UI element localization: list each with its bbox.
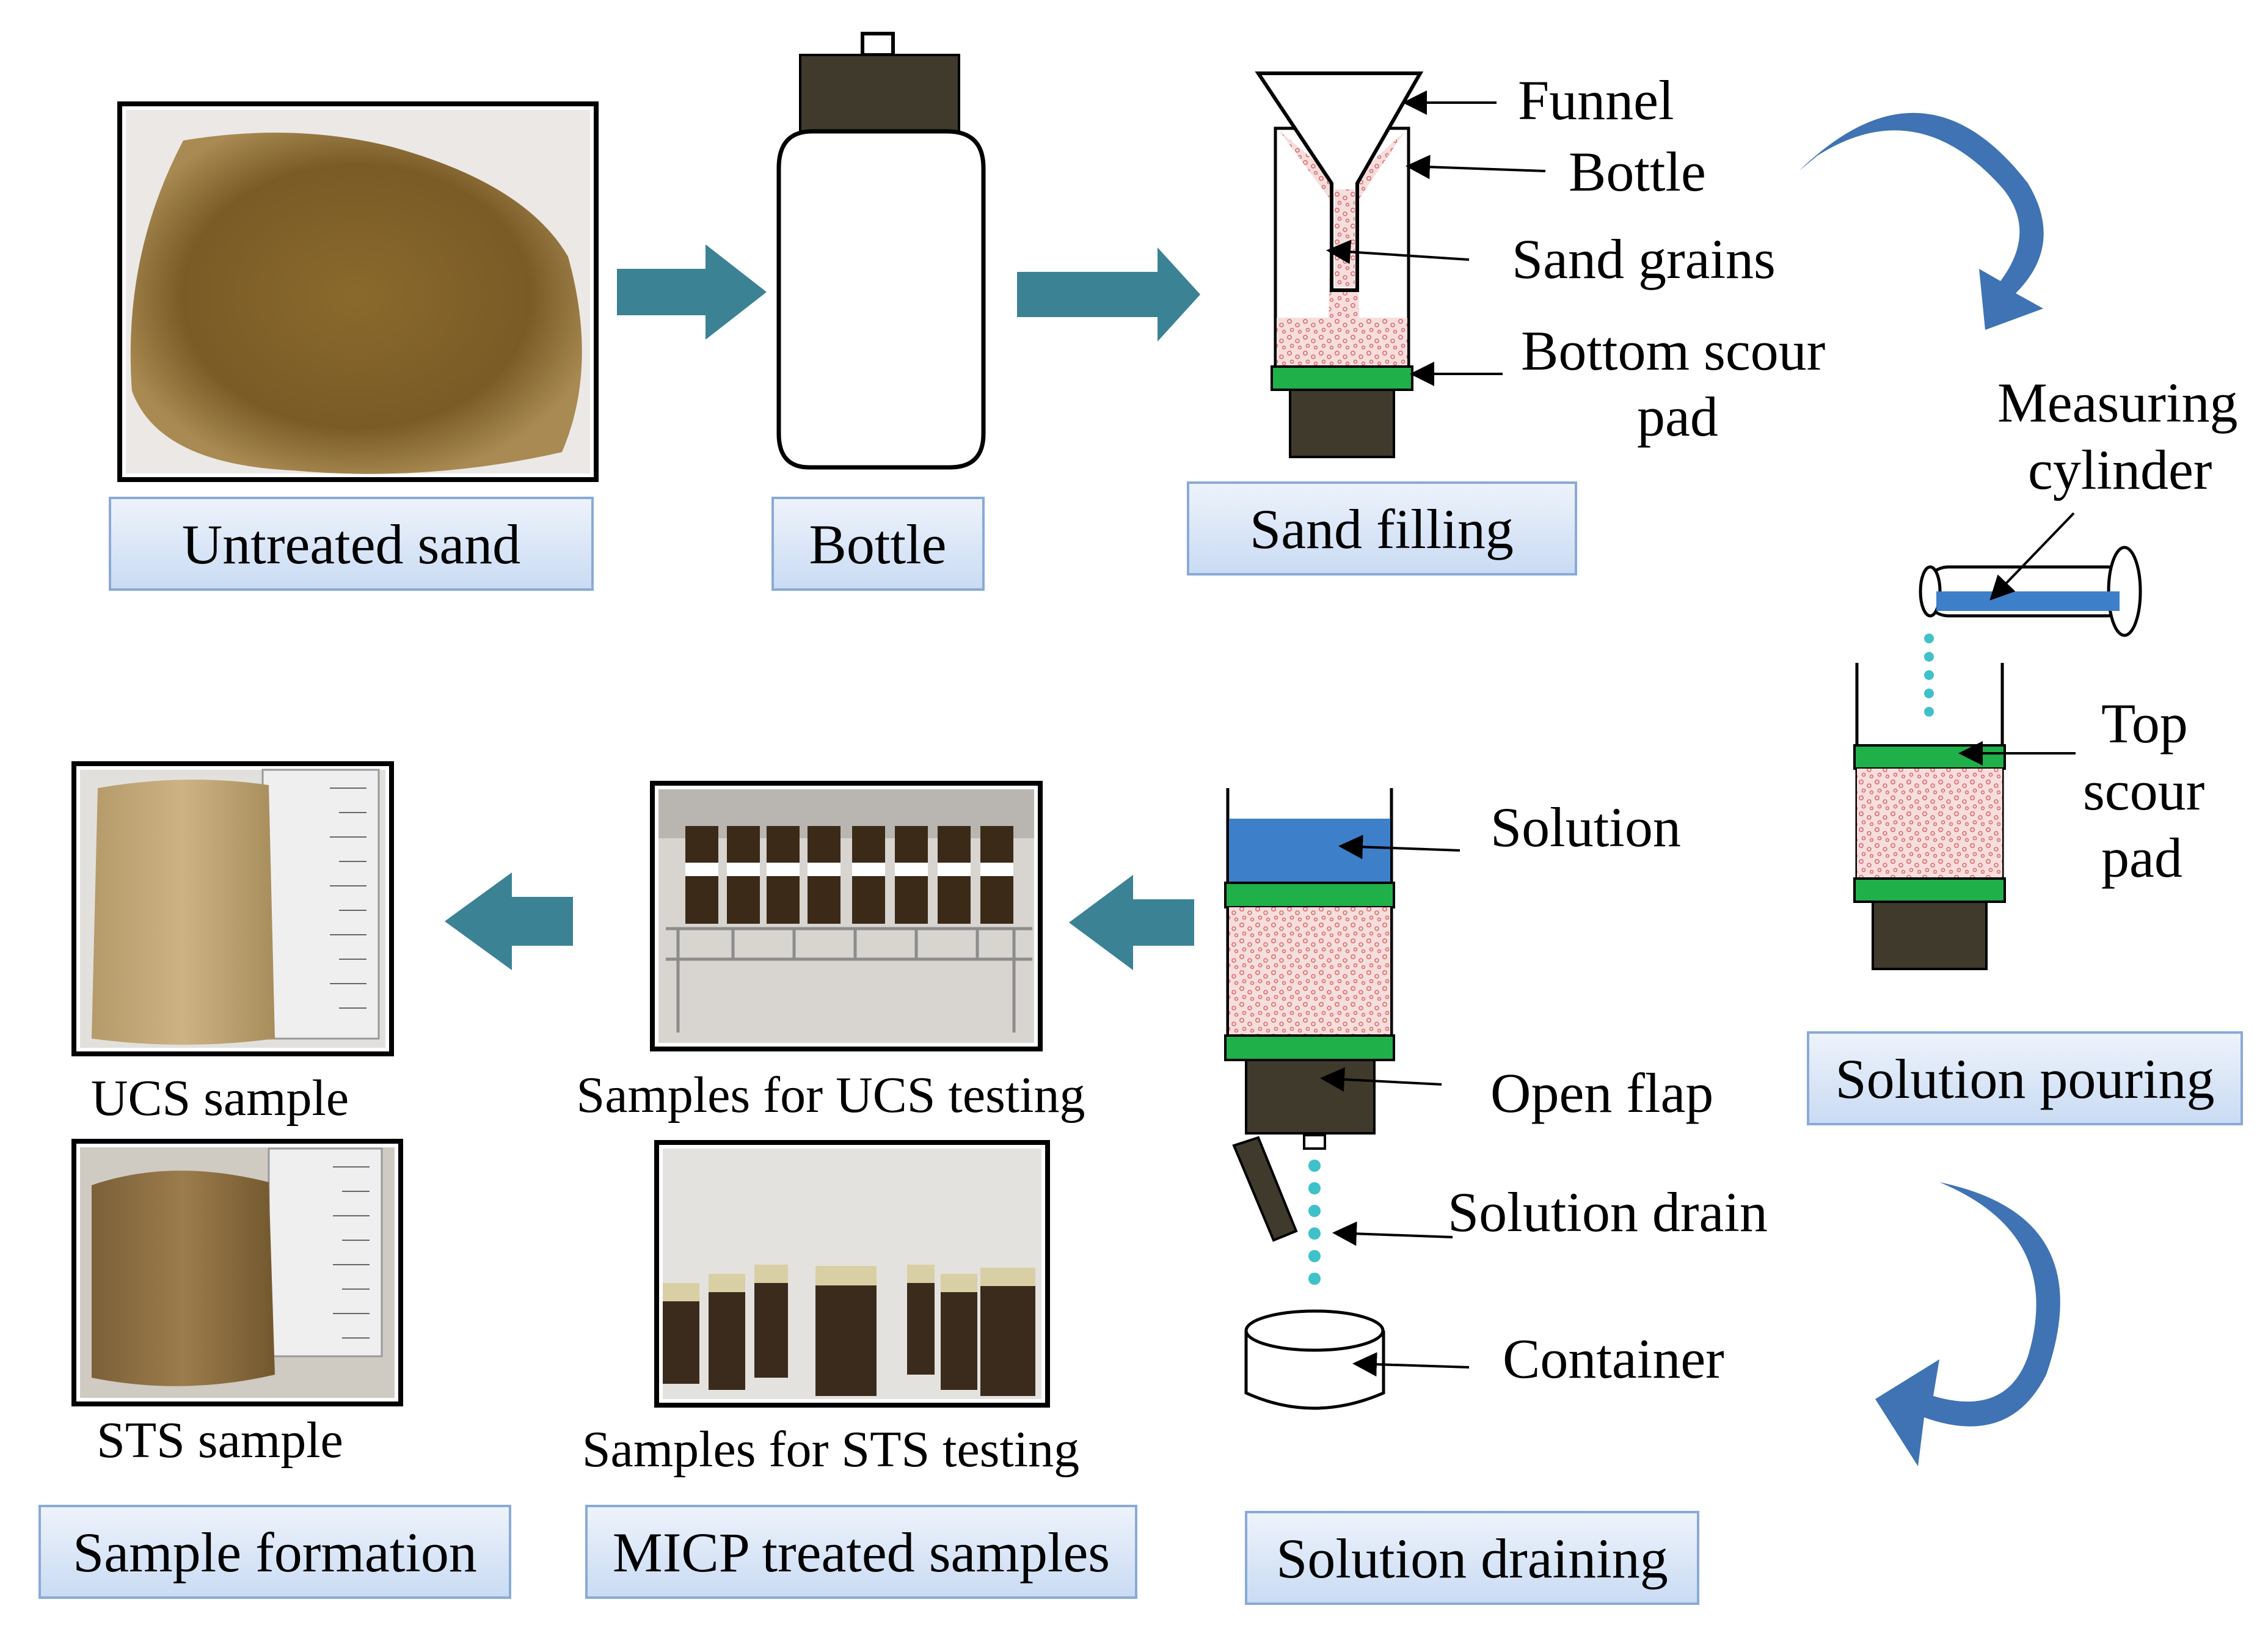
- bottle-illustration: [776, 32, 986, 470]
- bottle-label-box: Bottle: [771, 497, 985, 591]
- sand-grains-label: Sand grains: [1512, 228, 1776, 290]
- solution-label: Solution: [1490, 796, 1681, 858]
- top-scour-pad-label-line1: Top: [2101, 692, 2188, 755]
- untreated-sand-photo: [117, 101, 599, 482]
- solution-pouring-illustration: [1853, 512, 2142, 970]
- sts-sample-caption: STS sample: [97, 1412, 343, 1469]
- sample-formation-label: Sample formation: [73, 1521, 477, 1584]
- solution-draining-label: Solution draining: [1276, 1527, 1668, 1590]
- sand-filling-label: Sand filling: [1250, 498, 1514, 560]
- container-label: Container: [1503, 1328, 1724, 1390]
- open-flap-label: Open flap: [1490, 1062, 1713, 1124]
- micp-treated-label: MICP treated samples: [613, 1521, 1110, 1584]
- solution-pouring-label-box: Solution pouring: [1807, 1031, 2243, 1125]
- ucs-sample-photo: [71, 761, 394, 1056]
- bottle-label: Bottle: [809, 513, 947, 576]
- ucs-testing-photo: [650, 781, 1043, 1051]
- flow-arrow-3: [1069, 875, 1194, 970]
- untreated-sand-label-box: Untreated sand: [109, 497, 594, 591]
- micp-treated-label-box: MICP treated samples: [585, 1505, 1137, 1599]
- flow-arrow-4: [445, 872, 573, 970]
- bottom-scour-pad-label-line2: pad: [1637, 386, 1718, 448]
- curved-arrow-back: [1875, 1182, 2060, 1466]
- measuring-cylinder-label-line2: cylinder: [2028, 439, 2212, 501]
- measuring-cylinder-label-line1: Measuring: [1997, 371, 2237, 434]
- sand-filling-illustration: [1255, 71, 1546, 458]
- solution-drain-label: Solution drain: [1448, 1181, 1768, 1243]
- funnel-label: Funnel: [1518, 69, 1674, 131]
- bottle-part-label: Bottle: [1569, 141, 1706, 203]
- ucs-sample-caption: UCS sample: [91, 1070, 349, 1127]
- solution-draining-illustration: [1224, 788, 1470, 1410]
- flow-arrow-2: [1017, 247, 1200, 342]
- sts-testing-photo: [654, 1140, 1050, 1408]
- top-scour-pad-label-line3: pad: [2101, 827, 2182, 889]
- curved-arrow-down: [1799, 112, 2044, 330]
- flow-arrow-1: [617, 244, 767, 340]
- sts-testing-caption: Samples for STS testing: [582, 1421, 1079, 1478]
- solution-draining-label-box: Solution draining: [1245, 1511, 1699, 1605]
- top-scour-pad-label-line2: scour: [2083, 759, 2204, 822]
- sand-filling-label-box: Sand filling: [1187, 481, 1577, 576]
- untreated-sand-label: Untreated sand: [182, 513, 520, 576]
- ucs-testing-caption: Samples for UCS testing: [577, 1067, 1085, 1124]
- bottom-scour-pad-label-line1: Bottom scour: [1521, 320, 1825, 382]
- sts-sample-photo: [71, 1139, 403, 1406]
- sample-formation-label-box: Sample formation: [38, 1505, 511, 1599]
- solution-pouring-label: Solution pouring: [1835, 1048, 2214, 1110]
